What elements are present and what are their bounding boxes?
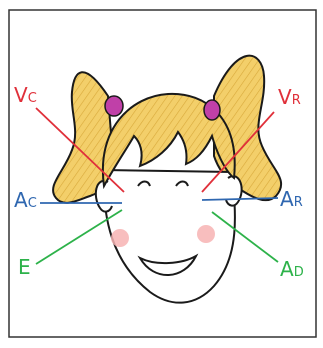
label-ad: AD	[280, 257, 304, 281]
left-bow	[104, 95, 124, 117]
right-bow	[203, 99, 221, 121]
left-eye	[137, 180, 151, 187]
vr-line	[201, 111, 275, 193]
frame-border	[8, 9, 317, 338]
ar-line	[201, 197, 279, 201]
hair	[101, 92, 236, 190]
right-ear	[225, 175, 243, 207]
right-eye	[175, 180, 189, 187]
left-cheek	[111, 229, 129, 247]
label-ac: AC	[14, 188, 37, 212]
label-vc: VC	[14, 83, 37, 107]
e-line	[35, 209, 123, 265]
mouth	[137, 253, 199, 276]
label-vr: VR	[278, 85, 301, 109]
label-ar: AR	[280, 187, 303, 211]
label-e: E	[18, 255, 31, 279]
ad-line	[211, 211, 279, 263]
right-cheek	[197, 225, 215, 243]
vc-line	[35, 107, 125, 193]
face-outline	[102, 168, 236, 304]
left-ear	[94, 179, 113, 213]
